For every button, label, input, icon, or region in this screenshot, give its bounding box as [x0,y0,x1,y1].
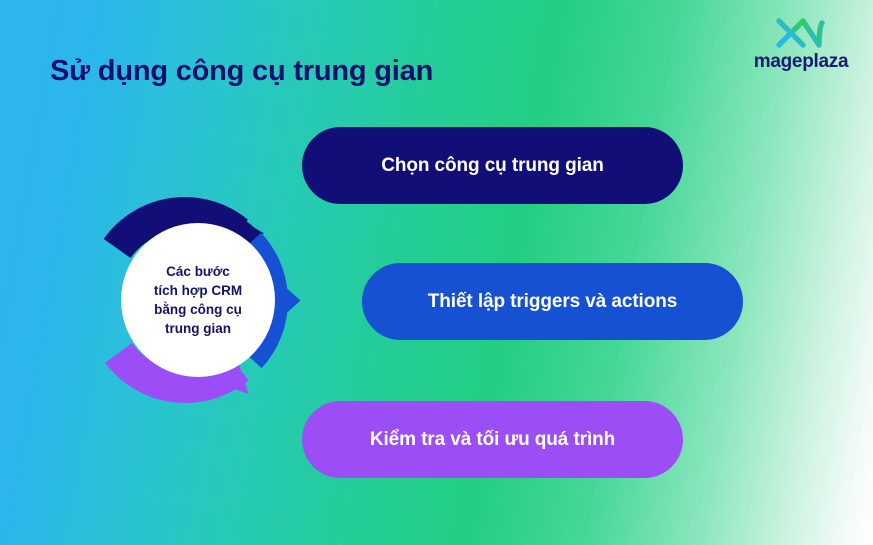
segment-1-arc [103,197,248,259]
logo-wordmark: mageplaza [753,51,849,72]
page-title: Sử dụng công cụ trung gian [50,55,434,87]
cycle-diagram: Các bước tích hợp CRM bằng công cụ trung… [88,190,308,410]
segment-2-arrow [279,282,301,320]
cycle-center-label: Các bước tích hợp CRM bằng công cụ trung… [153,263,243,337]
mageplaza-logo: mageplaza [747,16,855,71]
mageplaza-m-mark [776,18,825,48]
cycle-center-bubble: Các bước tích hợp CRM bằng công cụ trung… [121,223,275,377]
step-2-pill[interactable]: Thiết lập triggers và actions [362,263,743,340]
step-1-pill[interactable]: Chọn công cụ trung gian [302,127,683,204]
step-3-pill[interactable]: Kiểm tra và tối ưu quá trình [302,401,683,478]
